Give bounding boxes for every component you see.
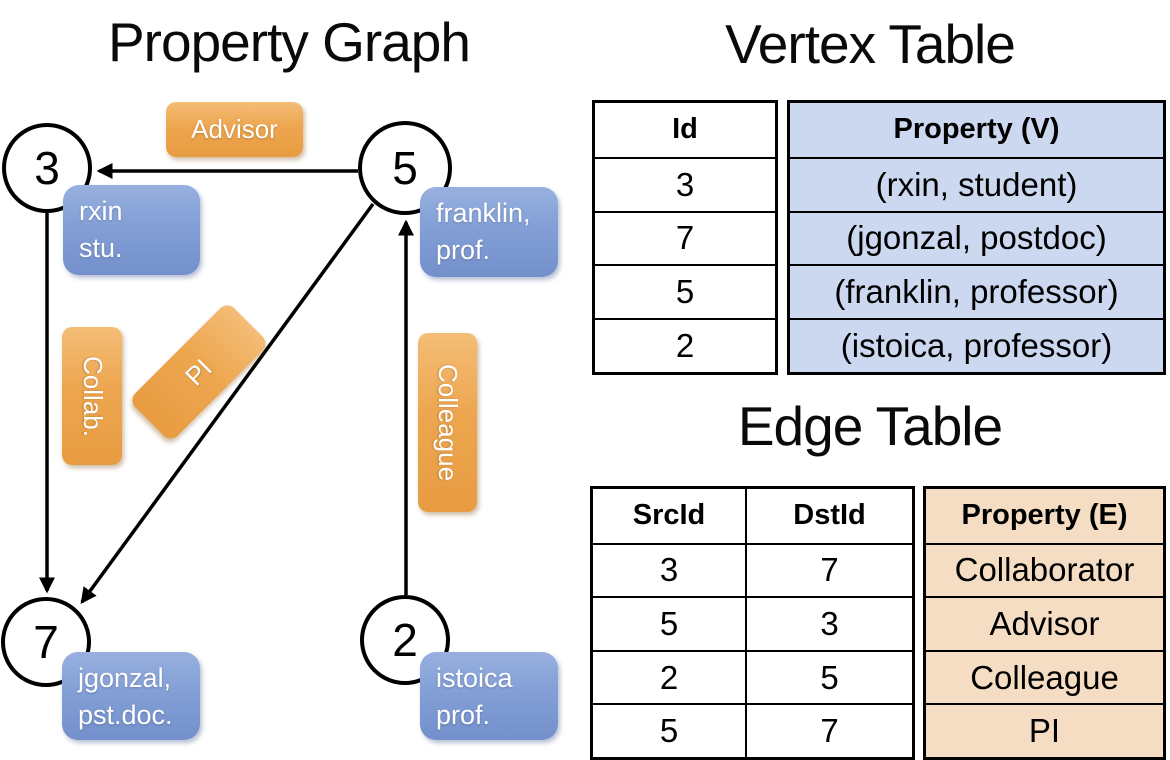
table-cell: 5 — [745, 649, 912, 704]
edge-label-colleague: Colleague — [418, 333, 477, 512]
edge-table-title: Edge Table — [737, 395, 1003, 457]
node-id-label: 7 — [33, 616, 59, 668]
edge-table-property-column: Property (E) Collaborator Advisor Collea… — [923, 486, 1166, 760]
vertex-table-property-header: Property (V) — [893, 113, 1060, 146]
edge-table-property-header: Property (E) — [961, 499, 1128, 532]
vertex-box-line1: jgonzal, — [78, 663, 172, 693]
table-cell: 3 — [745, 596, 912, 650]
graph-node-3: 3 — [2, 123, 92, 213]
edge-label-text: Collab. — [77, 355, 108, 437]
table-cell: 7 — [595, 210, 775, 265]
table-cell: Collaborator — [926, 542, 1163, 597]
graph-node-5: 5 — [358, 121, 452, 215]
edge-label-text: Advisor — [191, 114, 278, 144]
vertex-property-box-franklin: franklin, prof. — [420, 187, 558, 277]
node-id-label: 3 — [34, 142, 60, 194]
vertex-property-box-jgonzal: jgonzal, pst.doc. — [62, 652, 200, 740]
edge-table-src-header: SrcId — [632, 499, 706, 532]
edge-table-id-columns: SrcId DstId 3 7 5 3 2 5 5 7 — [590, 486, 915, 760]
vertex-box-line2: stu. — [79, 233, 123, 264]
vertex-table-title: Vertex Table — [725, 13, 1016, 75]
vertex-table-id-column: Id 3 7 5 2 — [592, 100, 778, 375]
table-cell: (rxin, student) — [790, 156, 1163, 211]
vertex-table-property-column: Property (V) (rxin, student) (jgonzal, p… — [787, 100, 1166, 375]
table-cell: 5 — [593, 596, 745, 650]
table-cell: Colleague — [926, 649, 1163, 704]
table-cell: 5 — [595, 264, 775, 318]
table-cell: (franklin, professor) — [790, 264, 1163, 318]
vertex-box-line1: rxin — [79, 196, 123, 226]
table-cell: PI — [926, 703, 1163, 757]
node-id-label: 5 — [392, 142, 418, 194]
vertex-property-box-istoica: istoica prof. — [420, 652, 558, 740]
vertex-box-line2: pst.doc. — [78, 700, 173, 731]
table-cell: (istoica, professor) — [790, 318, 1163, 372]
table-cell: (jgonzal, postdoc) — [790, 210, 1163, 265]
edge-label-advisor: Advisor — [166, 102, 303, 157]
vertex-box-line1: istoica — [436, 663, 513, 693]
table-cell: Advisor — [926, 596, 1163, 650]
vertex-property-box-rxin: rxin stu. — [63, 185, 200, 275]
table-cell: 2 — [595, 318, 775, 372]
table-cell: 3 — [593, 542, 745, 597]
table-cell: 7 — [745, 542, 912, 597]
vertex-box-line2: prof. — [436, 235, 491, 266]
property-graph-title: Property Graph — [107, 11, 471, 73]
vertex-table-id-header: Id — [672, 113, 698, 146]
table-cell: 5 — [593, 703, 745, 757]
table-cell: 3 — [595, 156, 775, 211]
node-id-label: 2 — [392, 614, 418, 666]
edge-label-text: Colleague — [433, 363, 463, 482]
vertex-box-line1: franklin, — [436, 198, 531, 228]
table-cell: 7 — [745, 703, 912, 757]
table-cell: 2 — [593, 649, 745, 704]
edge-label-text: PI — [179, 352, 218, 391]
vertex-box-line2: prof. — [436, 700, 491, 731]
edge-label-pi: PI — [128, 301, 270, 443]
edge-table-dst-header: DstId — [745, 489, 912, 543]
edge-label-collab: Collab. — [62, 327, 122, 465]
